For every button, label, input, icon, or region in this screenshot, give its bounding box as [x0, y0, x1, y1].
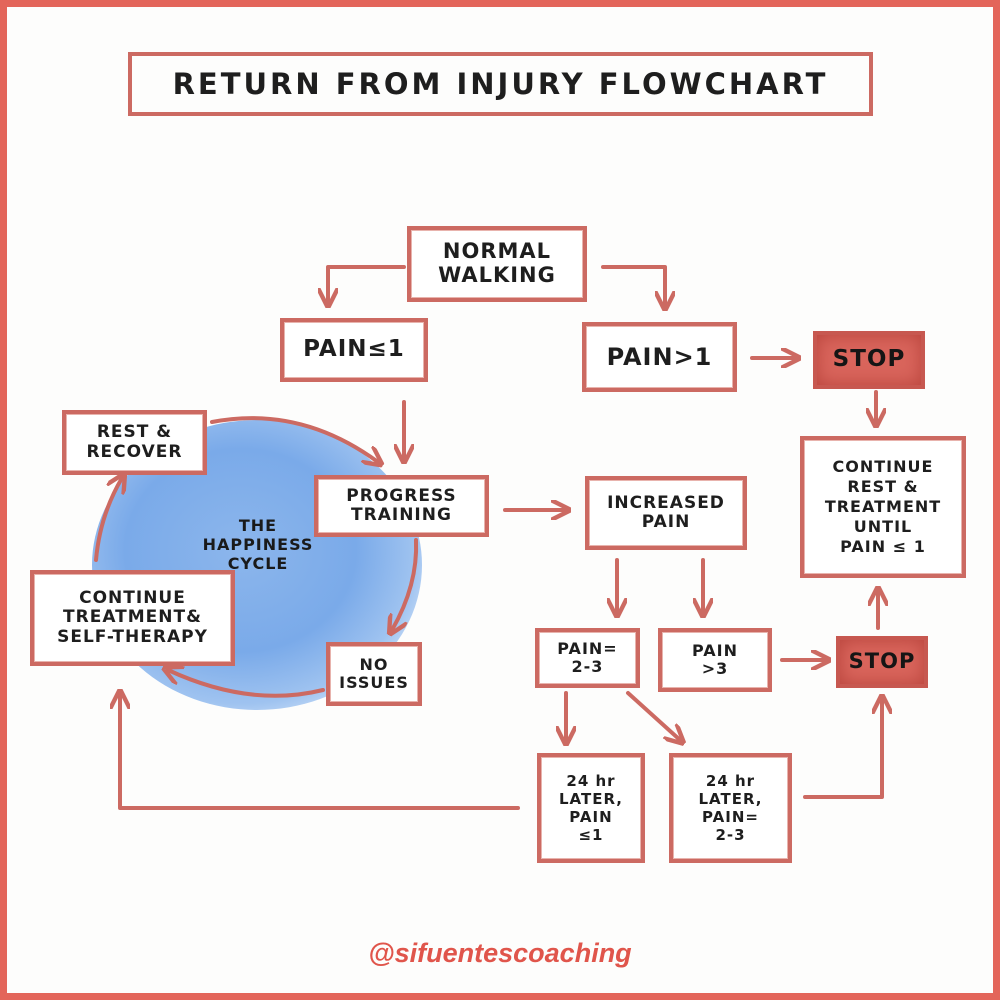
- footer-credit: @sifuentescoaching: [368, 938, 632, 968]
- page-title: RETURN FROM INJURY FLOWCHART: [128, 52, 873, 116]
- node-increased-pain: INCREASED PAIN: [585, 476, 747, 550]
- happiness-cycle-label: THE HAPPINESS CYCLE: [202, 516, 314, 574]
- node-24hr-later-pain-2-3: 24 hr LATER, PAIN= 2-3: [669, 753, 792, 863]
- node-progress-training: PROGRESS TRAINING: [314, 475, 489, 537]
- node-rest-recover: REST & RECOVER: [62, 410, 207, 475]
- node-pain-gt-3: PAIN >3: [658, 628, 772, 692]
- node-stop-bottom: STOP: [836, 636, 928, 688]
- node-pain-le-1: PAIN≤1: [280, 318, 428, 382]
- node-continue-treatment: CONTINUE TREATMENT& SELF-THERAPY: [30, 570, 235, 666]
- node-stop-top: STOP: [813, 331, 925, 389]
- node-pain-2-3: PAIN= 2-3: [535, 628, 640, 688]
- node-continue-rest-treatment: CONTINUE REST & TREATMENT UNTIL PAIN ≤ 1: [800, 436, 966, 578]
- node-no-issues: NO ISSUES: [326, 642, 422, 706]
- node-pain-gt-1: PAIN>1: [582, 322, 737, 392]
- node-24hr-later-pain-le-1: 24 hr LATER, PAIN ≤1: [537, 753, 645, 863]
- node-normal-walking: NORMAL WALKING: [407, 226, 587, 302]
